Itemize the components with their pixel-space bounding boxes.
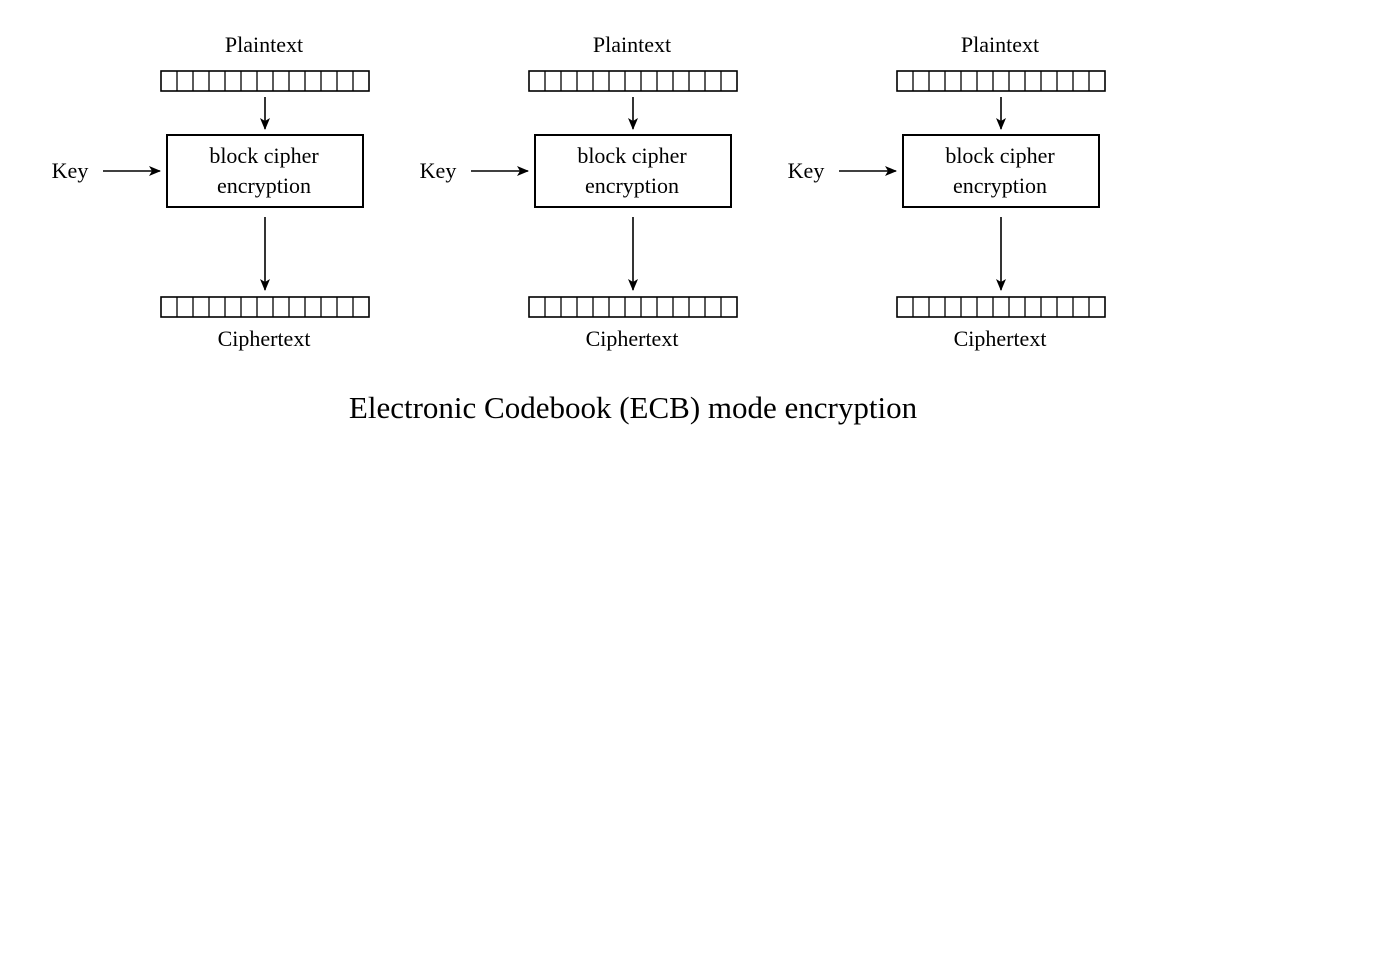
- ecb-stage-1: Plaintext Key block cipher encryption Ci…: [52, 32, 370, 351]
- block-outline: [528, 70, 738, 92]
- key-label: Key: [52, 158, 89, 183]
- ciphertext-label: Ciphertext: [954, 326, 1047, 351]
- plaintext-label: Plaintext: [593, 32, 671, 57]
- block-outline: [160, 70, 370, 92]
- block-cipher-box: [534, 134, 732, 208]
- plaintext-block: [528, 70, 738, 92]
- block-outline: [896, 296, 1106, 318]
- diagram-caption: Electronic Codebook (ECB) mode encryptio…: [349, 390, 918, 425]
- block-cipher-box: [902, 134, 1100, 208]
- block-outline: [896, 70, 1106, 92]
- plaintext-block: [896, 70, 1106, 92]
- ciphertext-label: Ciphertext: [218, 326, 311, 351]
- ciphertext-label: Ciphertext: [586, 326, 679, 351]
- cipher-box-line2: encryption: [953, 173, 1047, 198]
- block-outline: [528, 296, 738, 318]
- ciphertext-block: [160, 296, 370, 318]
- ecb-stage-2: Plaintext Key block cipher encryption Ci…: [420, 32, 738, 351]
- plaintext-block: [160, 70, 370, 92]
- cipher-box-line1: block cipher: [209, 143, 319, 168]
- cipher-box-line2: encryption: [585, 173, 679, 198]
- key-label: Key: [788, 158, 825, 183]
- ecb-stage-3: Plaintext Key block cipher encryption Ci…: [788, 32, 1106, 351]
- ciphertext-block: [896, 296, 1106, 318]
- block-cipher-box: [166, 134, 364, 208]
- cipher-box-line2: encryption: [217, 173, 311, 198]
- plaintext-label: Plaintext: [225, 32, 303, 57]
- block-outline: [160, 296, 370, 318]
- key-label: Key: [420, 158, 457, 183]
- cipher-box-line1: block cipher: [577, 143, 687, 168]
- ciphertext-block: [528, 296, 738, 318]
- plaintext-label: Plaintext: [961, 32, 1039, 57]
- cipher-box-line1: block cipher: [945, 143, 1055, 168]
